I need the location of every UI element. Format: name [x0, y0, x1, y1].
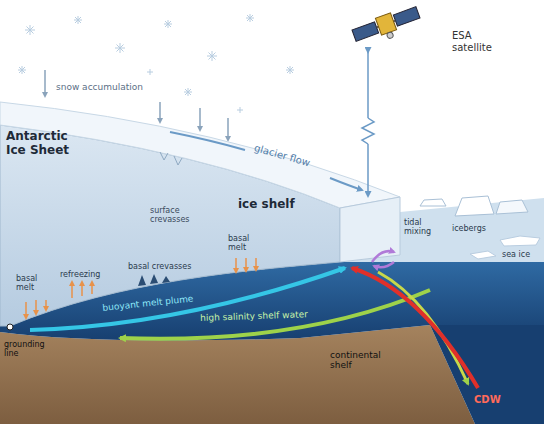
process-label: snow accumulation — [56, 82, 143, 92]
water-mass-label: CDW — [474, 394, 501, 406]
process-label: basal melt — [228, 234, 260, 252]
process-label: refreezing — [60, 270, 100, 279]
region-label: Antarctic Ice Sheet — [6, 130, 80, 158]
process-label: tidal mixing — [404, 218, 444, 236]
feature-label: grounding line — [4, 340, 60, 358]
feature-label: icebergs — [452, 224, 486, 233]
feature-label: sea ice — [502, 250, 530, 259]
feature-label: surface crevasses — [150, 206, 206, 224]
process-label: basal melt — [16, 274, 48, 292]
region-label: continental shelf — [330, 350, 394, 371]
feature-label: basal crevasses — [128, 262, 191, 271]
part-label: ice shelf — [238, 198, 295, 212]
satellite-label: ESA satellite — [452, 30, 514, 53]
